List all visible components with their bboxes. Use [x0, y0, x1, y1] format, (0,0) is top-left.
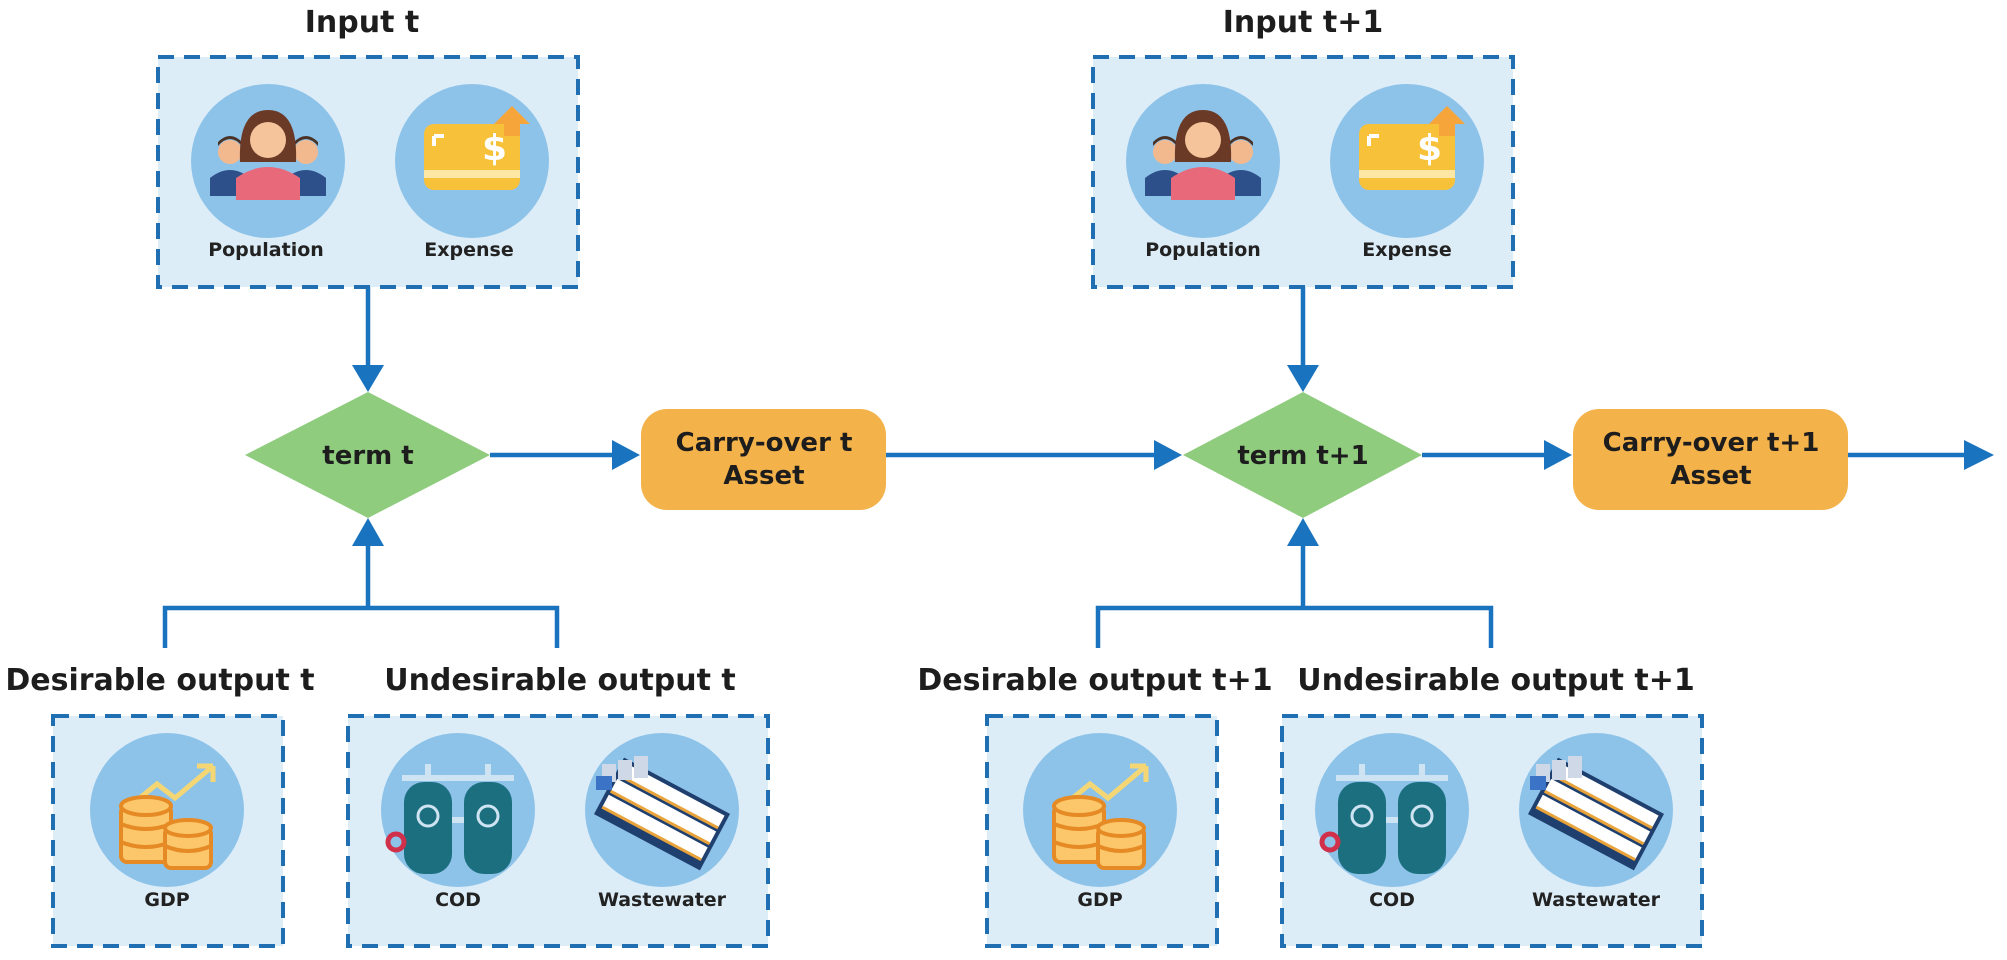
desirable-output-title: Desirable output t — [5, 663, 314, 698]
cod-label: COD — [435, 889, 481, 911]
carry-over-label-line2: Asset — [723, 461, 804, 491]
undesirable-output-group-t-plus-1: Undesirable output t+1 COD Wastewater — [1280, 663, 1704, 948]
cod-label: COD — [1369, 889, 1415, 911]
expense-label: Expense — [424, 239, 513, 261]
term-diamond — [1183, 392, 1422, 518]
desirable-output-group-t: Desirable output t GDP — [5, 663, 315, 948]
arrow-term-t-plus-1-to-carry-over-t-plus-1 — [1422, 440, 1572, 470]
term-label: term t — [322, 441, 413, 471]
term-diamond — [245, 392, 490, 518]
desirable-output-title: Desirable output t+1 — [917, 663, 1272, 698]
arrow-input-t-to-term-t — [352, 287, 384, 392]
carry-over-node-t-plus-1: Carry-over t+1 Asset — [1573, 409, 1848, 510]
gdp-label: GDP — [144, 889, 189, 911]
input-title: Input t — [305, 5, 419, 40]
arrow-outputs-t-to-term-t — [162, 518, 560, 648]
wastewater-label: Wastewater — [598, 889, 727, 911]
cod-tanks-icon — [388, 764, 514, 874]
carry-over-box — [1573, 409, 1848, 510]
term-node-t: term t — [245, 392, 490, 518]
desirable-output-group-t-plus-1: Desirable output t+1 GDP — [917, 663, 1273, 948]
undesirable-output-title: Undesirable output t — [384, 663, 736, 698]
population-label: Population — [1145, 239, 1261, 261]
gdp-label: GDP — [1077, 889, 1122, 911]
carry-over-node-t: Carry-over t Asset — [641, 409, 886, 510]
arrow-carry-over-t-plus-1-exit — [1848, 440, 1994, 470]
undesirable-output-title: Undesirable output t+1 — [1297, 663, 1695, 698]
input-group-t: Input t Population Expense — [156, 5, 580, 289]
term-label: term t+1 — [1237, 441, 1368, 471]
carry-over-label-line1: Carry-over t — [676, 428, 853, 458]
expense-label: Expense — [1362, 239, 1451, 261]
wastewater-label: Wastewater — [1532, 889, 1661, 911]
cod-tanks-icon — [1322, 764, 1448, 874]
carry-over-label-line2: Asset — [1670, 461, 1751, 491]
carry-over-box — [641, 409, 886, 510]
undesirable-output-group-t: Undesirable output t COD Wastewater — [346, 663, 770, 948]
carry-over-label-line1: Carry-over t+1 — [1603, 428, 1820, 458]
arrow-term-t-to-carry-over-t — [490, 440, 640, 470]
input-title: Input t+1 — [1223, 5, 1384, 40]
arrow-input-t-plus-1-to-term-t-plus-1 — [1287, 287, 1319, 392]
term-node-t-plus-1: term t+1 — [1183, 392, 1422, 518]
flow-arrows — [162, 287, 1994, 648]
population-label: Population — [208, 239, 324, 261]
arrow-outputs-t-plus-1-to-term-t-plus-1 — [1095, 518, 1494, 648]
input-group-t-plus-1: Input t+1 Population Expense — [1091, 5, 1515, 289]
arrow-carry-over-t-to-term-t-plus-1 — [886, 440, 1182, 470]
